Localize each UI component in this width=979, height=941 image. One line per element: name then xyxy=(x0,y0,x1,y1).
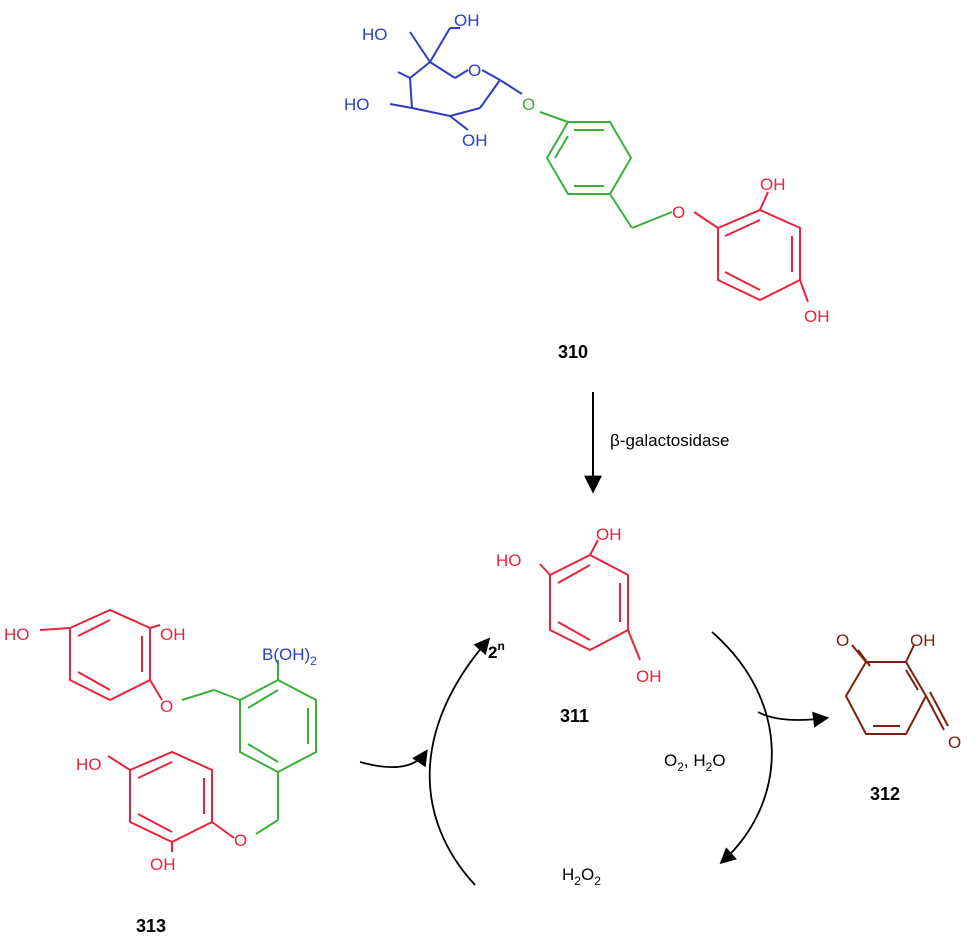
compound-label-313: 313 xyxy=(136,916,166,936)
arrow-313-to-2n xyxy=(359,749,428,769)
atom-oh-2: OH xyxy=(150,855,176,874)
atom-ho: HO xyxy=(496,551,522,570)
atom-oh-1: OH xyxy=(160,625,186,644)
atom-ho-1: HO xyxy=(4,625,30,644)
atom-oh-r1: OH xyxy=(760,175,786,194)
arrow-h2o2-to-2n xyxy=(428,637,491,886)
arrow-to-312 xyxy=(757,711,830,728)
atom-oh-top: OH xyxy=(454,11,480,30)
atom-ho-2: HO xyxy=(76,755,102,774)
compound-313: HO OH O B(OH)2 HO O OH 313 xyxy=(4,608,317,936)
atom-ho-1: HO xyxy=(362,25,388,44)
amplification-label: 2n xyxy=(488,639,505,662)
atom-o-1: O xyxy=(836,631,849,650)
atom-oh-bottom: OH xyxy=(636,667,662,686)
atom-o-2: O xyxy=(948,733,961,752)
arrow-311-oxidation xyxy=(711,631,773,865)
benzyl-linker xyxy=(539,111,673,229)
enzyme-label: β-galactosidase xyxy=(610,431,729,450)
oxidant-label: O2, H2O xyxy=(664,751,726,774)
atom-o-glycosidic: O xyxy=(522,95,535,114)
atom-boronic-acid: B(OH)2 xyxy=(262,645,317,668)
compound-312: O OH O 312 xyxy=(836,631,961,804)
atom-o-ether: O xyxy=(672,203,685,222)
atom-oh-top: OH xyxy=(596,525,622,544)
compound-label-311: 311 xyxy=(560,706,589,726)
compound-label-312: 312 xyxy=(870,784,900,804)
atom-oh: OH xyxy=(910,631,936,650)
compound-310: OH HO HO OH O O O OH OH 310 xyxy=(344,11,830,362)
galactose-unit xyxy=(389,27,523,131)
atom-o-ring: O xyxy=(468,61,481,80)
atom-o-1: O xyxy=(160,697,173,716)
compound-label-310: 310 xyxy=(558,342,588,362)
atom-oh-r2: OH xyxy=(804,307,830,326)
atom-oh-mid: OH xyxy=(462,131,488,150)
compound-311: HO OH OH 311 xyxy=(496,525,662,726)
atom-ho-2: HO xyxy=(344,95,370,114)
hydroxyquinol-unit-310 xyxy=(693,191,809,303)
product-h2o2-label: H2O2 xyxy=(562,865,601,888)
atom-o-2: O xyxy=(234,831,247,850)
